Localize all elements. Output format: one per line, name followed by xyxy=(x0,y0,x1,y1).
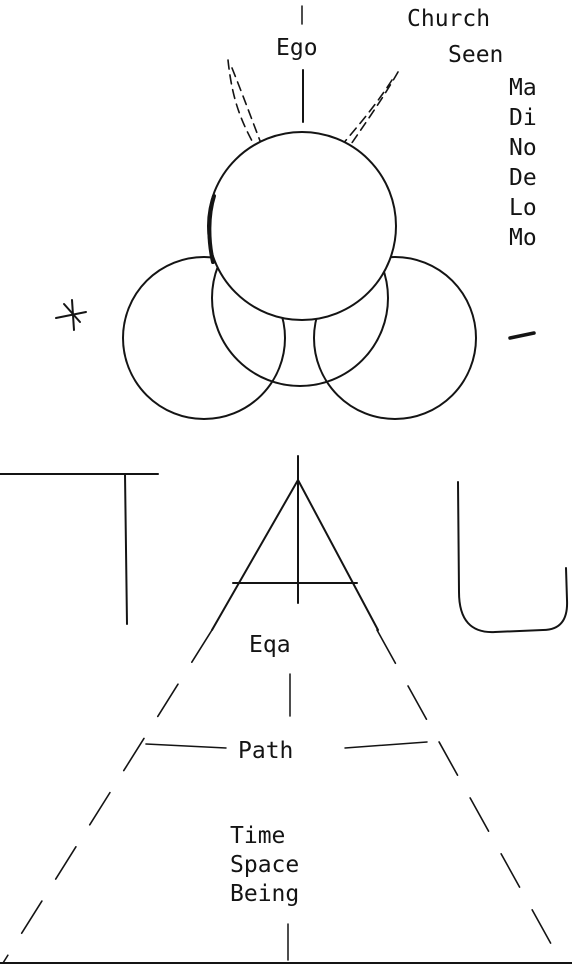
seen-item-de: De xyxy=(509,165,537,191)
letter-t xyxy=(0,474,158,624)
letter-a xyxy=(212,456,378,630)
top-circle xyxy=(208,132,396,320)
letter-u xyxy=(458,482,567,632)
church-label: Church xyxy=(407,6,490,32)
space-label: Space xyxy=(230,852,299,878)
seen-list: Ma Di No De Lo Mo xyxy=(509,75,537,251)
plus-mark xyxy=(56,300,86,330)
seen-item-di: Di xyxy=(509,105,537,131)
pyramid-right-edge xyxy=(377,630,560,960)
path-label: Path xyxy=(238,738,293,764)
path-line-left xyxy=(146,744,226,748)
trinity-circles xyxy=(123,132,476,419)
ego-label: Ego xyxy=(276,35,318,61)
seen-item-mo: Mo xyxy=(509,225,537,251)
seen-label: Seen xyxy=(448,42,503,68)
seen-item-ma: Ma xyxy=(509,75,537,101)
left-dashed-horn xyxy=(228,60,262,150)
minus-mark xyxy=(510,333,534,338)
seen-item-no: No xyxy=(509,135,537,161)
seen-item-lo: Lo xyxy=(509,195,537,221)
right-dashed-horn xyxy=(342,72,398,150)
time-label: Time xyxy=(230,823,285,849)
path-line-right xyxy=(345,742,427,748)
time-space-being-block: Time Space Being xyxy=(230,823,299,907)
eqa-label: Eqa xyxy=(249,632,291,658)
being-label: Being xyxy=(230,881,299,907)
pyramid-left-edge xyxy=(3,630,212,963)
